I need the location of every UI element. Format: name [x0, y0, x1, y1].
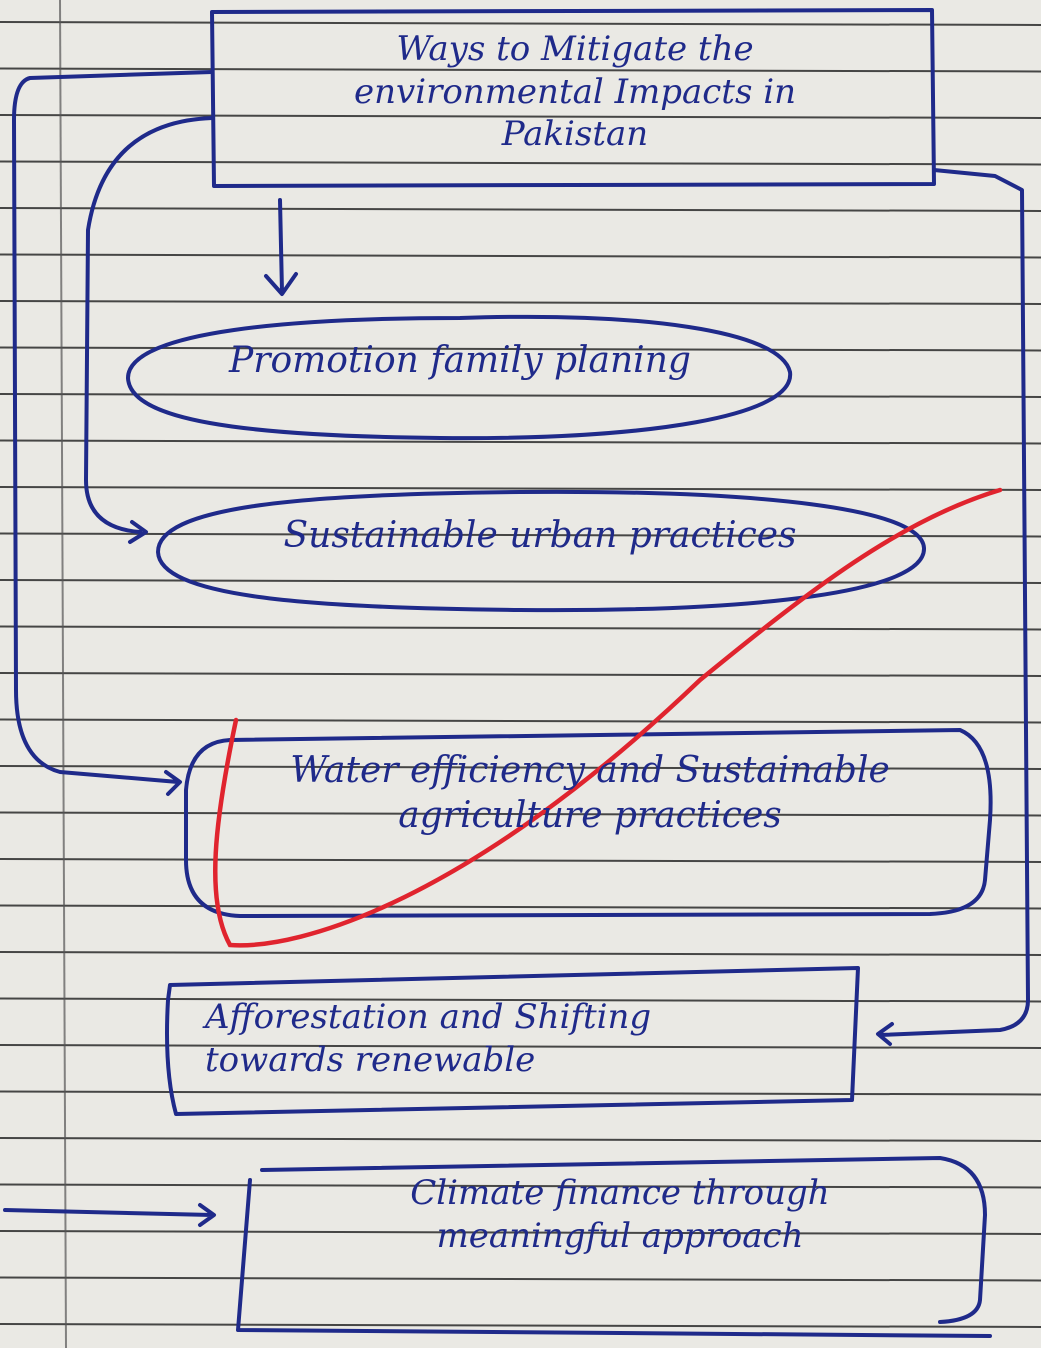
- rule-line: [0, 393, 1041, 398]
- connector-title-to-urban: [84, 116, 214, 544]
- rule-line: [0, 160, 1041, 166]
- connector-title-to-water: [12, 70, 214, 796]
- title-box: [210, 8, 936, 188]
- urban-practices-ellipse: [156, 489, 927, 613]
- connector-to-climate-finance: [3, 1203, 216, 1227]
- rule-line: [0, 1137, 1041, 1142]
- rule-line: [0, 346, 1041, 352]
- rule-line: [0, 579, 1041, 584]
- connector-title-to-family-planning: [264, 198, 298, 296]
- rule-line: [0, 253, 1041, 259]
- rule-line: [0, 1230, 1041, 1235]
- rule-line: [0, 486, 1041, 491]
- rule-line: [0, 904, 1041, 910]
- rule-line: [0, 439, 1041, 445]
- afforestation-box: [165, 966, 860, 1116]
- rule-line: [0, 67, 1041, 73]
- rule-line: [0, 532, 1041, 538]
- rule-line: [0, 811, 1041, 817]
- family-planning-ellipse: [126, 314, 793, 441]
- rule-line: [0, 672, 1041, 677]
- rule-line: [0, 21, 1041, 26]
- margin-line: [59, 0, 67, 1348]
- red-cross-out-stroke: [213, 487, 1003, 948]
- rule-line: [0, 625, 1041, 631]
- climate-finance-box: [236, 1156, 992, 1338]
- rule-line: [0, 718, 1041, 724]
- rule-line: [0, 1183, 1041, 1189]
- ruled-lines: [0, 21, 1041, 1328]
- rule-line: [0, 1323, 1041, 1328]
- connector-title-to-afforestation: [876, 168, 1030, 1046]
- rule-line: [0, 207, 1041, 212]
- rule-line: [0, 997, 1041, 1003]
- rule-line: [0, 1044, 1041, 1049]
- rule-line: [0, 1090, 1041, 1096]
- rule-line: [0, 114, 1041, 119]
- rule-line: [0, 1276, 1041, 1282]
- rule-line: [0, 300, 1041, 305]
- rule-line: [0, 951, 1041, 956]
- rule-line: [0, 858, 1041, 863]
- rule-line: [0, 765, 1041, 770]
- water-efficiency-box: [184, 728, 993, 918]
